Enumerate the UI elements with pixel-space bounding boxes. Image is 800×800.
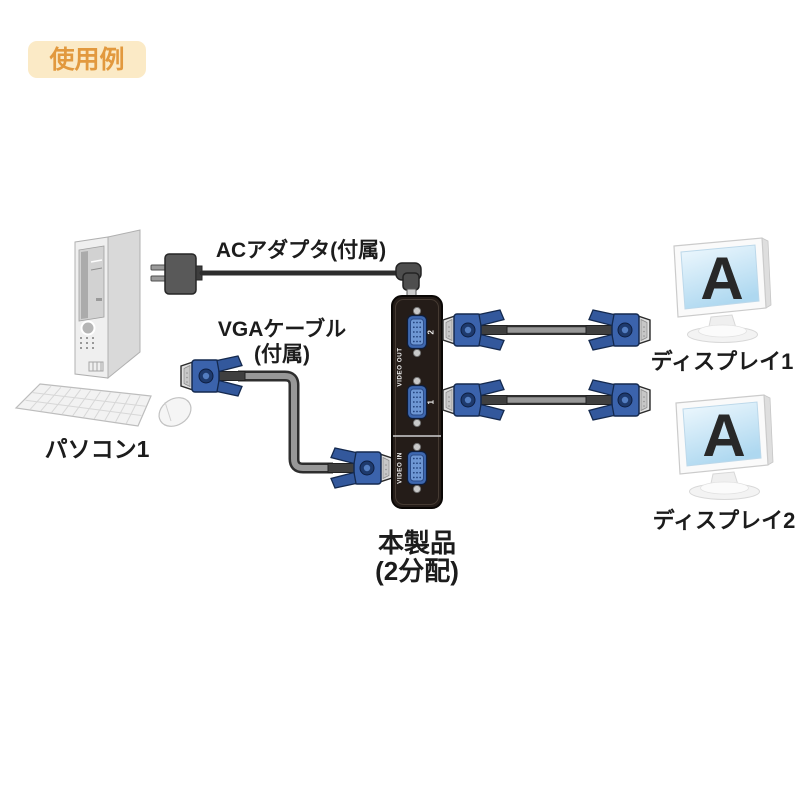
pc-drive-bay-strip xyxy=(81,251,88,319)
output-cable-2 xyxy=(442,379,651,421)
vga-cable-label-line2: (付属) xyxy=(254,343,310,366)
ac-plug-body xyxy=(164,253,197,295)
pc-vent-grille xyxy=(88,361,104,372)
pc-keyboard xyxy=(14,383,152,427)
video-in-label: VIDEO IN xyxy=(397,452,404,484)
ac-adapter-label: ACアダプタ(付属) xyxy=(216,238,386,262)
dc-elbow-vertical xyxy=(402,272,420,291)
usage-badge: 使用例 xyxy=(28,41,146,78)
vga-connector-to-video-in xyxy=(327,447,393,489)
display-1: A ディスプレイ1 xyxy=(651,237,794,374)
cable2-connector-splitter-end xyxy=(442,379,508,421)
cable1-connector-splitter-end xyxy=(442,309,508,351)
port-2-number: 2 xyxy=(427,329,436,334)
pc-drive-slot xyxy=(90,259,103,263)
pc-power-button xyxy=(82,322,94,334)
pc-eject-button xyxy=(96,298,102,301)
pc-mouse-button-line xyxy=(164,401,172,422)
cable1-connector-display-end xyxy=(585,309,651,351)
vga-cable-core xyxy=(238,373,333,471)
display-2: A ディスプレイ2 xyxy=(653,394,796,533)
pc-tower-side xyxy=(107,229,141,380)
splitter-unit: VIDEO OUT 2 1 VIDEO IN 本製品 (2分配) xyxy=(375,295,459,586)
vga-cable-pc-to-splitter xyxy=(180,355,393,489)
display-2-label: ディスプレイ2 xyxy=(653,508,796,533)
product-label-line1: 本製品 xyxy=(378,528,456,558)
pc-label: パソコン1 xyxy=(45,436,150,462)
product-label-line2: (2分配) xyxy=(375,556,459,586)
splitter-body-highlight xyxy=(395,299,439,505)
pc-keyboard-keys xyxy=(25,385,146,424)
display-1-label: ディスプレイ1 xyxy=(651,349,794,374)
pc-mouse xyxy=(158,397,192,427)
pc-illustration: パソコン1 xyxy=(14,229,192,462)
vga-cable-label-line1: VGAケーブル xyxy=(218,317,346,341)
pc-speaker-holes xyxy=(80,337,94,349)
ac-adapter: ACアダプタ(付属) xyxy=(150,238,422,298)
display-1-screen-letter: A xyxy=(700,245,743,312)
video-out-label: VIDEO OUT xyxy=(397,347,404,386)
port-1-number: 1 xyxy=(427,399,436,404)
vga-connector-to-pc xyxy=(180,355,246,397)
pc-drive-slot-2 xyxy=(90,267,103,271)
usage-badge-bg xyxy=(28,41,146,78)
vga-cable-outline xyxy=(238,370,333,474)
display-2-screen-letter: A xyxy=(702,402,745,469)
output-cable-1 xyxy=(442,309,651,351)
usage-badge-label: 使用例 xyxy=(48,45,124,74)
cable2-connector-display-end xyxy=(585,379,651,421)
